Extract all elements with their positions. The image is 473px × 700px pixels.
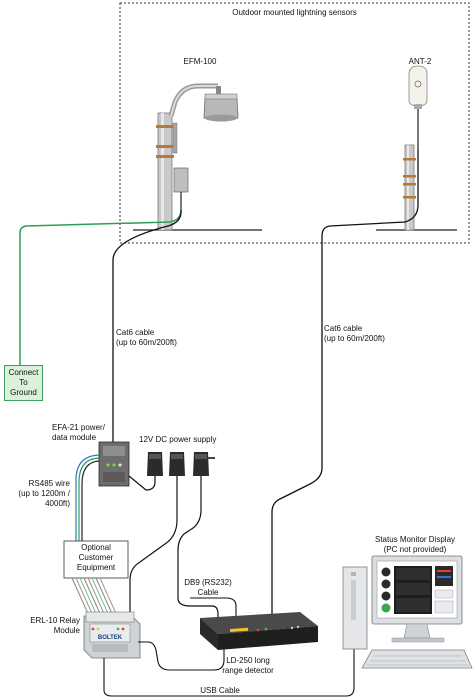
ground-line-1: Connect [8,368,39,377]
erl-10-label-2: Module [53,626,80,635]
usb-cable-label: USB Cable [200,686,240,695]
cat6-label-left-1: Cat6 cable [116,328,155,337]
ld-250-detector [200,612,318,650]
efm-100-label: EFM-100 [183,57,217,66]
efa-21-label-2: data module [52,433,97,442]
erl-10-relay-module [83,611,141,659]
optional-equipment-box [63,540,129,579]
outdoor-region-border [119,2,470,244]
cat6-label-left-2: (up to 60m/200ft) [116,338,177,347]
cat6-label-right-2: (up to 60m/200ft) [324,334,385,343]
efa-21-label-1: EFA-21 power/ [52,423,105,432]
optional-line-1: Optional [81,543,111,552]
connect-to-ground-box: Connect To Ground [4,365,43,401]
optional-line-2: Customer [78,553,114,562]
erl-to-ld250-cable [138,641,225,671]
cat6-label-right-1: Cat6 cable [324,324,363,333]
cat6-cable-efm [112,209,182,442]
status-monitor-label-2: (PC not provided) [383,545,447,554]
status-monitor [371,555,463,643]
db9-label-2: Cable [197,588,219,597]
usb-cable [103,648,355,697]
efa-21-module [98,441,130,487]
ant-2-sensor [403,65,428,231]
status-monitor-label-1: Status Monitor Display [374,535,456,544]
power-supply-label: 12V DC power supply [139,435,217,444]
optional-equipment-label: Optional Customer Equipment [64,543,128,573]
keyboard [361,649,473,669]
db9-label-1: DB9 (RS232) [184,578,232,587]
erl-10-label-1: ERL-10 Relay [30,616,80,625]
ground-wire [19,209,182,365]
ground-line-3: Ground [10,388,37,397]
efm-100-sensor [156,83,239,231]
power-wire-ld250 [177,476,219,618]
ld-250-label-2: range detector [222,666,274,675]
ld-250-label-1: LD-250 long [226,656,270,665]
outdoor-title: Outdoor mounted lightning sensors [232,8,357,17]
rs485-label-2: (up to 1200m / [18,489,70,498]
rs485-label-1: RS485 wire [28,479,70,488]
power-supply-adapters [147,452,215,476]
power-wire-erl [129,476,178,628]
db9-cable [190,597,237,616]
ground-line-2: To [19,378,28,387]
pc-tower [342,566,368,650]
power-wire-efa [128,475,156,491]
cat6-cable-ant [271,150,419,616]
optional-line-3: Equipment [76,563,116,572]
erl-10-brand: BOLTEK [97,635,123,641]
rs485-label-3: 4000ft) [45,499,70,508]
ant-2-label: ANT-2 [408,57,432,66]
relay-ribbon-wires [71,577,119,619]
